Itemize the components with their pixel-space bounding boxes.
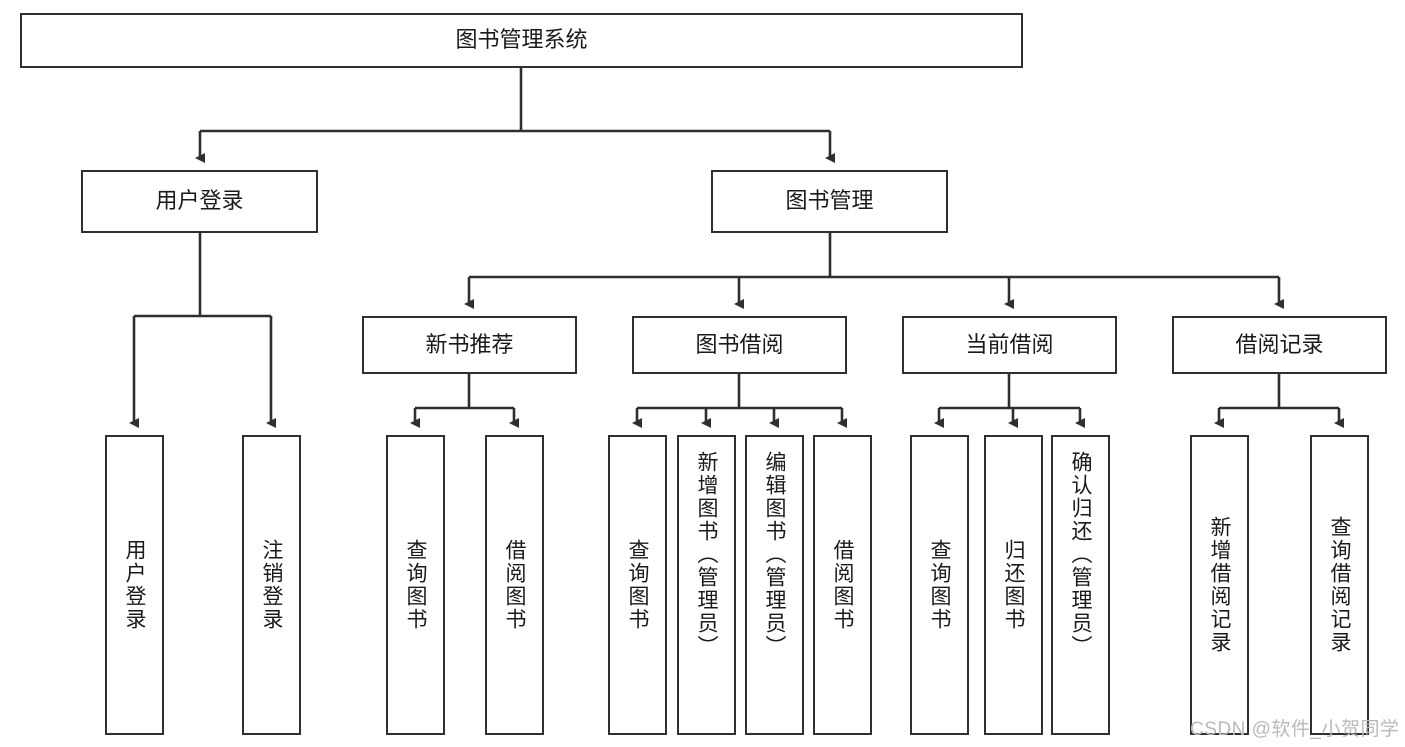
node-new-book-recommend[interactable]: 新书推荐 (362, 316, 577, 374)
node-book-borrow[interactable]: 图书借阅 (632, 316, 847, 374)
node-leaf-borrow-book-1-label: 借阅图书 (503, 539, 526, 631)
csdn-watermark: CSDN @软件_小贺同学 (1190, 719, 1400, 740)
node-leaf-confirm-return-label: 确认归还（管理员） (1069, 451, 1092, 658)
node-leaf-return-book[interactable]: 归还图书 (984, 435, 1043, 735)
node-leaf-add-borrow-record-label: 新增借阅记录 (1208, 516, 1231, 654)
node-leaf-query-book-3[interactable]: 查询图书 (910, 435, 969, 735)
node-leaf-user-login[interactable]: 用户登录 (105, 435, 164, 735)
node-user-login[interactable]: 用户登录 (81, 170, 318, 233)
node-root[interactable]: 图书管理系统 (20, 13, 1023, 68)
node-leaf-edit-book-label: 编辑图书（管理员） (763, 451, 786, 658)
node-leaf-query-book-2[interactable]: 查询图书 (608, 435, 667, 735)
node-new-book-recommend-label: 新书推荐 (425, 331, 514, 357)
node-book-manage[interactable]: 图书管理 (711, 170, 948, 233)
node-borrow-record[interactable]: 借阅记录 (1172, 316, 1387, 374)
node-leaf-user-logout[interactable]: 注销登录 (242, 435, 301, 735)
node-leaf-return-book-label: 归还图书 (1002, 539, 1025, 631)
node-user-login-label: 用户登录 (155, 188, 244, 214)
node-leaf-query-borrow-record[interactable]: 查询借阅记录 (1310, 435, 1369, 735)
node-leaf-borrow-book-1[interactable]: 借阅图书 (485, 435, 544, 735)
node-leaf-borrow-book-2[interactable]: 借阅图书 (813, 435, 872, 735)
node-leaf-add-book[interactable]: 新增图书（管理员） (677, 435, 736, 735)
node-leaf-query-book-2-label: 查询图书 (626, 539, 649, 631)
node-leaf-query-borrow-record-label: 查询借阅记录 (1328, 516, 1351, 654)
node-leaf-edit-book[interactable]: 编辑图书（管理员） (745, 435, 804, 735)
node-current-borrow-label: 当前借阅 (965, 331, 1054, 357)
node-leaf-confirm-return[interactable]: 确认归还（管理员） (1051, 435, 1110, 735)
node-leaf-user-login-label: 用户登录 (123, 539, 146, 631)
node-borrow-record-label: 借阅记录 (1235, 331, 1324, 357)
node-book-borrow-label: 图书借阅 (695, 331, 784, 357)
node-leaf-query-book-1[interactable]: 查询图书 (386, 435, 445, 735)
node-current-borrow[interactable]: 当前借阅 (902, 316, 1117, 374)
node-leaf-add-book-label: 新增图书（管理员） (695, 451, 718, 658)
node-book-manage-label: 图书管理 (785, 188, 874, 214)
node-leaf-user-logout-label: 注销登录 (260, 539, 283, 631)
node-root-label: 图书管理系统 (455, 27, 588, 53)
node-leaf-add-borrow-record[interactable]: 新增借阅记录 (1190, 435, 1249, 735)
node-leaf-query-book-1-label: 查询图书 (404, 539, 427, 631)
node-leaf-borrow-book-2-label: 借阅图书 (831, 539, 854, 631)
node-leaf-query-book-3-label: 查询图书 (928, 539, 951, 631)
